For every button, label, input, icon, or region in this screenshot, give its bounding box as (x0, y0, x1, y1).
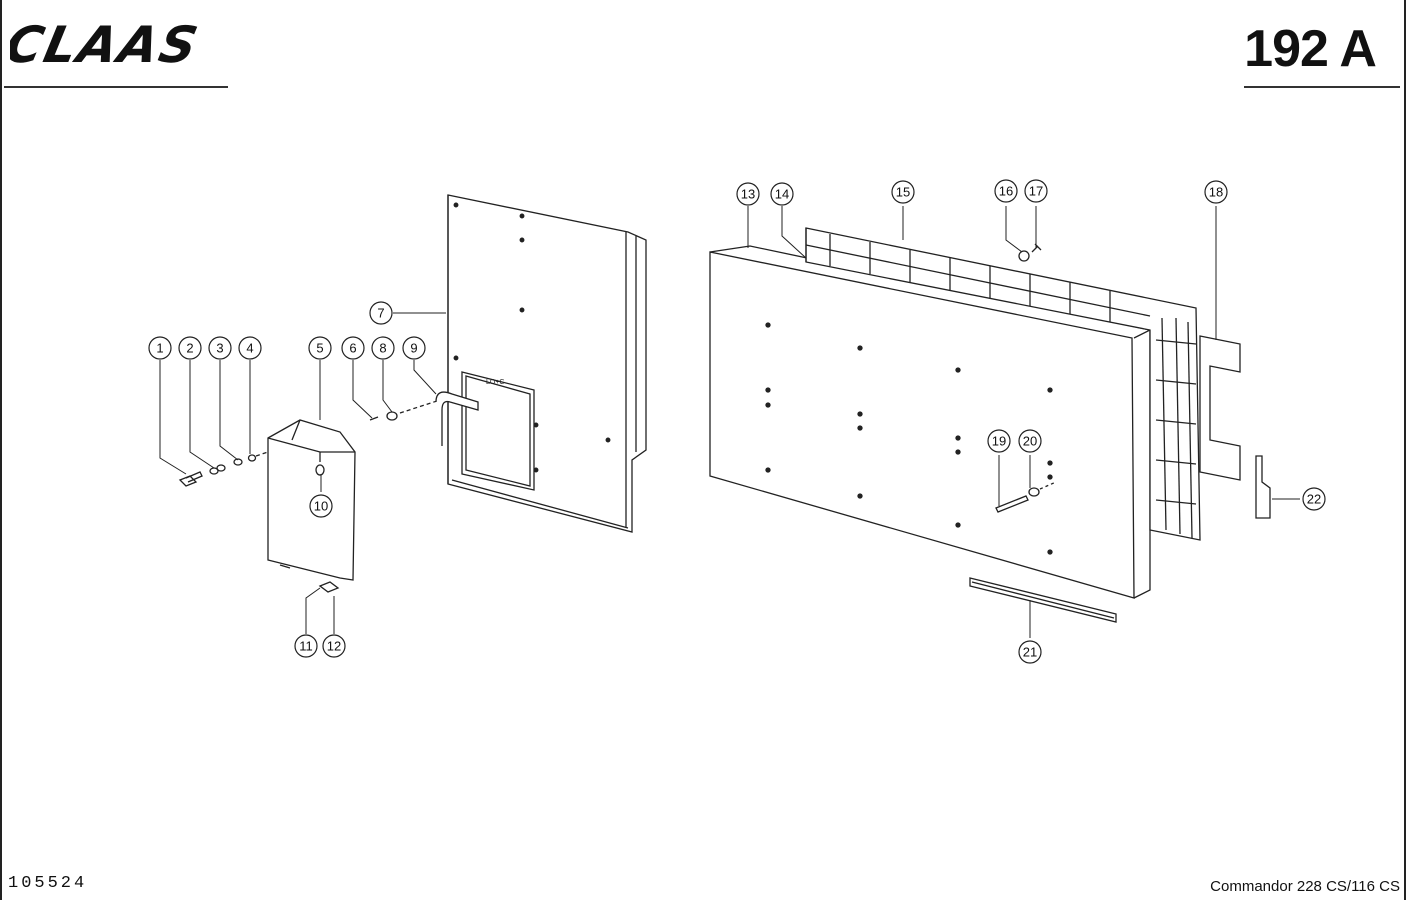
callout-number: 21 (1023, 645, 1037, 660)
callout-20: 20 (1018, 429, 1042, 453)
callout-11: 11 (294, 634, 318, 658)
panel-marking: LO+C (486, 379, 504, 386)
callout-circle (736, 182, 760, 206)
leader-lines (159, 206, 1300, 638)
callout-circle (369, 301, 393, 325)
callout-circle (238, 336, 262, 360)
callout-9: 9 (402, 336, 426, 360)
callout-16: 16 (994, 179, 1018, 203)
bolt-part (178, 437, 311, 487)
insulation-mat-part (805, 227, 1201, 541)
callout-circle (1204, 180, 1228, 204)
callout-number: 6 (349, 341, 356, 356)
callout-number: 17 (1029, 184, 1043, 199)
callout-circle (341, 336, 365, 360)
callout-circle (294, 634, 318, 658)
model-name: Commandor 228 CS/116 CS (1210, 878, 1400, 895)
callout-number: 2 (186, 341, 193, 356)
callout-19: 19 (987, 429, 1011, 453)
callout-21: 21 (1018, 640, 1042, 664)
callout-circle (891, 180, 915, 204)
callout-circle (322, 634, 346, 658)
callout-7: 7 (369, 301, 393, 325)
callout-circle (1018, 640, 1042, 664)
callout-15: 15 (891, 180, 915, 204)
callout-circle (178, 336, 202, 360)
sheet-number: 192 A (1244, 20, 1377, 78)
callout-circle (987, 429, 1011, 453)
callout-number: 12 (327, 639, 341, 654)
callout-number: 7 (377, 306, 384, 321)
callout-circle (1024, 179, 1048, 203)
callout-number: 16 (999, 184, 1013, 199)
callout-10: 10 (309, 494, 333, 518)
svg-text:CLAAS: CLAAS (10, 18, 204, 68)
header-rule-left (4, 86, 228, 88)
callout-number: 13 (741, 187, 755, 202)
callout-circle (994, 179, 1018, 203)
callout-number: 1 (156, 341, 163, 356)
callout-number: 8 (379, 341, 386, 356)
rail-profile-part (1199, 335, 1241, 481)
callout-circle (1018, 429, 1042, 453)
callout-18: 18 (1204, 180, 1228, 204)
callout-17: 17 (1024, 179, 1048, 203)
callout-circle (208, 336, 232, 360)
callout-5: 5 (308, 336, 332, 360)
callout-12: 12 (322, 634, 346, 658)
header-rule-right (1244, 86, 1400, 88)
callout-1: 1 (148, 336, 172, 360)
callout-2: 2 (178, 336, 202, 360)
callout-number: 15 (896, 185, 910, 200)
callout-14: 14 (770, 182, 794, 206)
callout-circle (402, 336, 426, 360)
claas-logo: CLAAS (10, 18, 204, 68)
callout-number: 10 (314, 499, 328, 514)
drawing-number: 105524 (8, 874, 88, 893)
callout-circle (148, 336, 172, 360)
callout-8: 8 (371, 336, 395, 360)
callout-circle (309, 494, 333, 518)
callout-number: 19 (992, 434, 1006, 449)
callout-4: 4 (238, 336, 262, 360)
callout-number: 14 (775, 187, 789, 202)
callout-13: 13 (736, 182, 760, 206)
callout-number: 11 (299, 639, 313, 654)
callout-circle (770, 182, 794, 206)
callout-22: 22 (1302, 487, 1326, 511)
callout-6: 6 (341, 336, 365, 360)
front-panel-part (709, 245, 1152, 599)
callout-number: 20 (1023, 434, 1037, 449)
callout-circle (308, 336, 332, 360)
callout-number: 4 (246, 341, 253, 356)
callout-number: 3 (216, 341, 223, 356)
callout-number: 5 (316, 341, 323, 356)
callout-3: 3 (208, 336, 232, 360)
callout-number: 9 (410, 341, 417, 356)
side-panel-part (447, 194, 647, 533)
callout-circle (371, 336, 395, 360)
callout-number: 22 (1307, 492, 1321, 507)
callout-circle (1302, 487, 1326, 511)
callout-number: 18 (1209, 185, 1223, 200)
